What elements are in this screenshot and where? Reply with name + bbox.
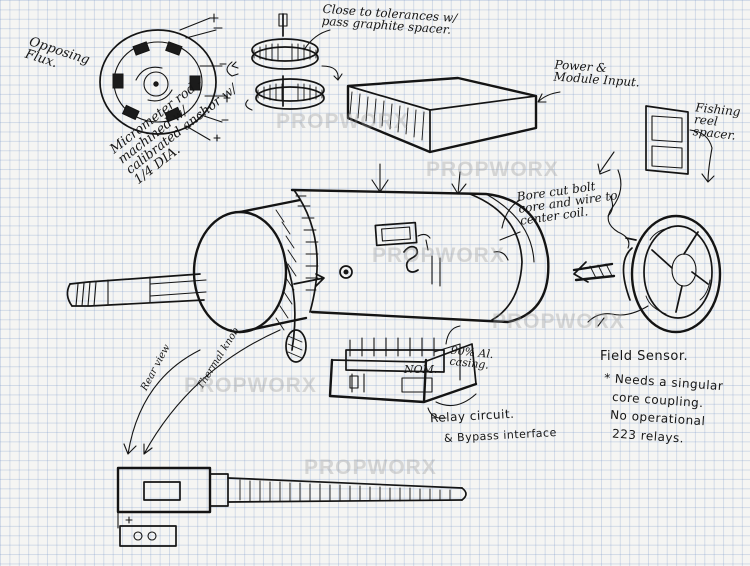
- label-field-sensor-title: Field Sensor.: [600, 349, 689, 364]
- rear-view-assembly: [116, 329, 467, 547]
- watermark-3: PROPWORX: [372, 244, 505, 267]
- field-sensor-disc: [572, 169, 722, 334]
- power-module-box: [346, 76, 561, 195]
- label-fishing-reel: Fishing reel spacer.: [692, 100, 742, 143]
- watermark-5: PROPWORX: [184, 374, 317, 397]
- watermark-1: PROPWORX: [276, 110, 409, 133]
- spacer-gear-assembly: [226, 13, 343, 111]
- reel-spacer-frame: [597, 105, 715, 183]
- watermark-2: PROPWORX: [426, 158, 559, 181]
- relay-circuit-block: [328, 337, 478, 407]
- flux-ring-diagram: [99, 13, 231, 142]
- front-cylinder: [192, 198, 325, 363]
- watermark-6: PROPWORX: [304, 456, 437, 479]
- label-nom: NOM.: [404, 363, 438, 376]
- micrometer-shaft: [66, 273, 207, 307]
- motor-housing: [290, 188, 550, 324]
- leader-lines: [303, 29, 521, 419]
- watermark-4: PROPWORX: [492, 310, 625, 333]
